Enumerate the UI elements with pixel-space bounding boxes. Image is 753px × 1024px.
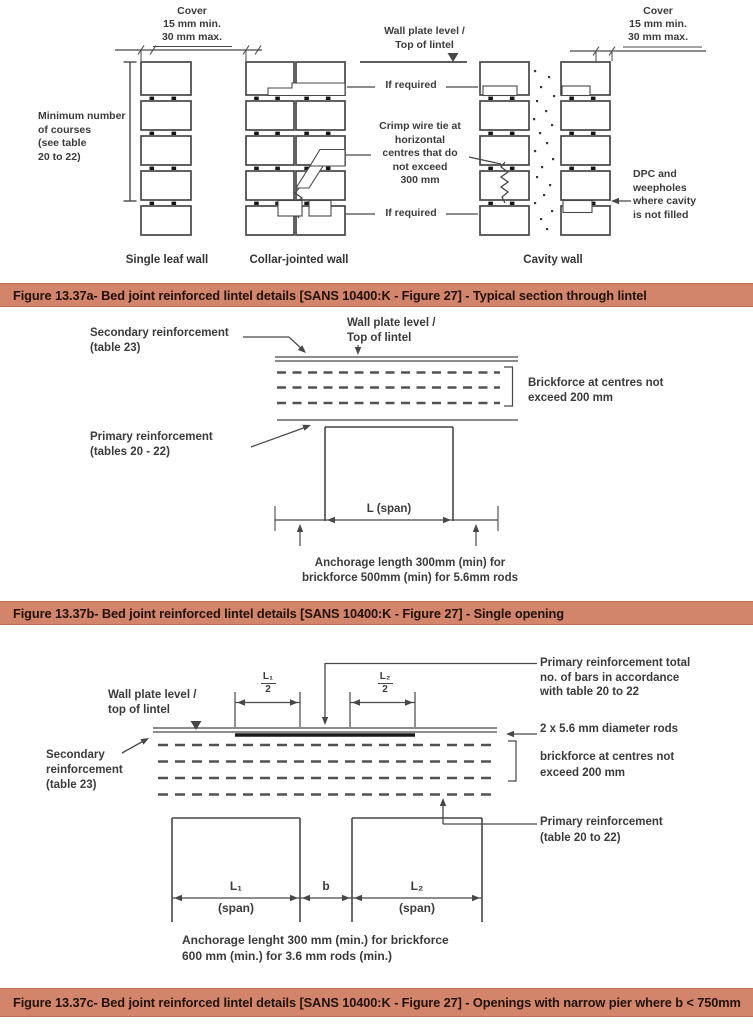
- label-brickforce-c: brickforce at centres not exceed 200 mm: [540, 751, 675, 779]
- label-primary-total-c: Primary reinforcement total no. of bars …: [540, 657, 691, 698]
- figure-a-caption-text: Figure 13.37a- Bed joint reinforced lint…: [13, 287, 647, 303]
- figure-b-drawing: [243, 336, 518, 546]
- figure-c-drawing: [121, 662, 537, 922]
- label-span-b: L (span): [366, 503, 412, 515]
- label-anchorage-c: Anchorage lenght 300 mm (min.) for brick…: [182, 933, 449, 963]
- label-brickforce-b: Brickforce at centres not exceed 200 mm: [528, 377, 664, 404]
- label-cavity-wall: Cavity wall: [523, 254, 583, 266]
- figure-c-caption-bar: Figure 13.37c- Bed joint reinforced lint…: [0, 988, 753, 1017]
- label-cover-right: Cover 15 mm min. 30 mm max.: [627, 5, 689, 43]
- label-anchorage-b: Anchorage length 300mm (min) for brickfo…: [301, 557, 518, 584]
- label-span2-c: L₂: [410, 879, 424, 893]
- label-if-required-bottom: If required: [385, 207, 437, 219]
- label-secondary-reinforcement-c: Secondary reinforcement (table 23): [46, 749, 123, 791]
- figure-b-caption-bar: Figure 13.37b- Bed joint reinforced lint…: [0, 601, 753, 625]
- figure-b-caption-text: Figure 13.37b- Bed joint reinforced lint…: [13, 605, 564, 621]
- dim-l2-denominator: 2: [377, 683, 393, 696]
- label-cover-left: Cover 15 mm min. 30 mm max.: [161, 5, 223, 43]
- label-diameter-rods-c: 2 x 5.6 mm diameter rods: [540, 723, 679, 735]
- label-span2-sub-c: (span): [399, 901, 435, 915]
- label-primary-reinforcement-b: Primary reinforcement (tables 20 - 22): [90, 431, 213, 458]
- dim-l2-over-2: L₂ 2: [369, 671, 401, 696]
- label-wall-plate-a: Wall plate level / Top of lintel: [384, 25, 465, 51]
- label-crimp-wire: Crimp wire tie at horizontal centres tha…: [379, 120, 461, 186]
- label-single-leaf-wall: Single leaf wall: [125, 254, 209, 266]
- label-min-courses: Minimum number of courses (see table 20 …: [38, 110, 126, 163]
- label-span1-c: L₁: [229, 879, 243, 893]
- dim-l2-numerator: L₂: [379, 671, 391, 682]
- label-if-required-top: If required: [385, 79, 437, 91]
- dim-l1-over-2: L₁ 2: [252, 671, 284, 696]
- dim-l1-numerator: L₁: [262, 671, 274, 682]
- dim-l1-denominator: 2: [260, 683, 276, 696]
- figure-c-caption-text: Figure 13.37c- Bed joint reinforced lint…: [13, 995, 741, 1010]
- label-pier-b-c: b: [322, 879, 330, 893]
- figure-a-caption-bar: Figure 13.37a- Bed joint reinforced lint…: [0, 283, 753, 307]
- figure-a-drawing: [115, 45, 706, 236]
- label-wall-plate-b: Wall plate level / Top of lintel: [347, 317, 436, 344]
- label-span1-sub-c: (span): [218, 901, 254, 915]
- label-collar-jointed-wall: Collar-jointed wall: [249, 254, 349, 266]
- label-dpc-weepholes: DPC and weepholes where cavity is not fi…: [633, 168, 697, 221]
- label-secondary-reinforcement-b: Secondary reinforcement (table 23): [90, 327, 229, 354]
- label-primary-reinforcement-c: Primary reinforcement (table 20 to 22): [540, 816, 663, 844]
- label-wall-plate-c: Wall plate level / top of lintel: [108, 689, 197, 716]
